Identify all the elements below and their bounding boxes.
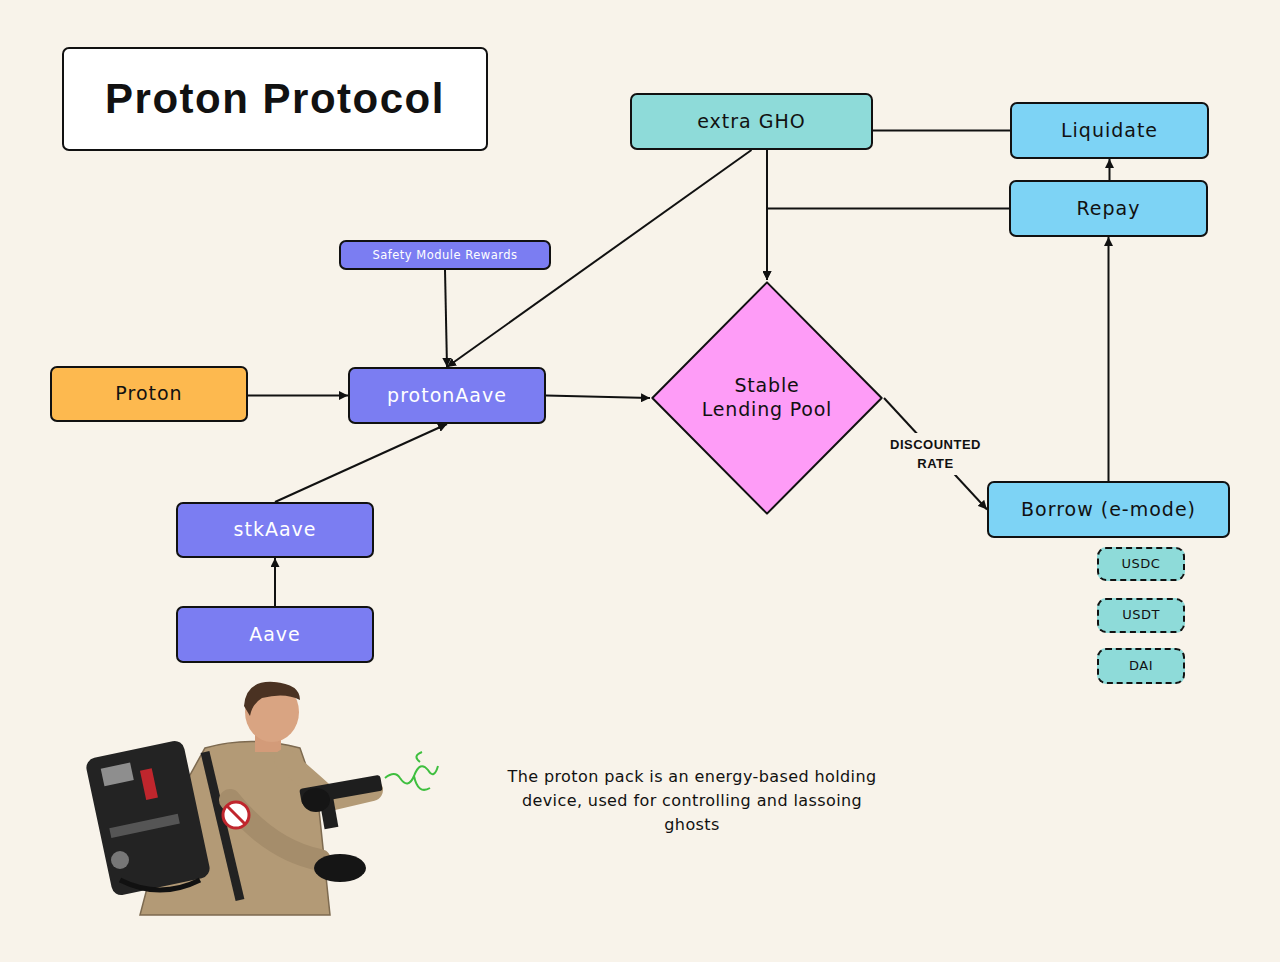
token-box: stkAave	[176, 502, 374, 558]
node-label: Borrow (e-mode)	[1021, 498, 1196, 522]
node-label: protonAave	[387, 384, 507, 408]
proton-stream	[385, 752, 438, 790]
node-label: Liquidate	[1061, 119, 1158, 143]
pack-hose	[120, 880, 200, 890]
connector-arrow	[1109, 159, 1111, 180]
connector-arrow	[275, 424, 447, 502]
node-label: Proton	[115, 382, 182, 406]
edge-label: DISCOUNTED RATE	[880, 433, 992, 475]
node-label: Stable Lending Pool	[694, 374, 840, 422]
node-label: Repay	[1077, 197, 1141, 221]
node-label: DAI	[1129, 658, 1153, 674]
connector-arrow	[248, 395, 348, 397]
token-box: protonAave	[348, 367, 546, 424]
title-box: Proton Protocol	[62, 47, 488, 151]
diagram-title: Proton Protocol	[105, 75, 445, 123]
head	[245, 682, 299, 742]
connector-arrow	[445, 270, 447, 367]
asset-pill: DAI	[1097, 648, 1185, 684]
asset-pill: USDT	[1097, 598, 1185, 633]
connector-arrow	[873, 130, 1010, 132]
pack-detail	[140, 768, 158, 800]
pack-detail	[109, 814, 180, 838]
token-box: Proton	[50, 366, 248, 422]
process-box: Borrow (e-mode)	[987, 481, 1230, 538]
token-box: Safety Module Rewards	[339, 240, 551, 270]
decision-diamond: Stable Lending Pool	[650, 280, 884, 516]
node-label: extra GHO	[697, 110, 806, 134]
node-label: USDT	[1122, 607, 1160, 623]
caption-note: The proton pack is an energy-based holdi…	[505, 765, 879, 837]
badge	[227, 806, 245, 824]
glove	[314, 854, 366, 882]
diamond-shape	[652, 282, 881, 513]
node-label: stkAave	[234, 518, 317, 542]
pack-detail	[111, 851, 129, 869]
node-label: USDC	[1122, 556, 1161, 572]
process-box: Liquidate	[1010, 102, 1209, 159]
node-label: Safety Module Rewards	[372, 248, 517, 262]
connector-arrow	[767, 209, 1009, 281]
pack-detail	[101, 763, 134, 787]
process-box: extra GHO	[630, 93, 873, 150]
badge	[223, 802, 249, 828]
connector-arrow	[274, 558, 276, 606]
asset-pill: USDC	[1097, 547, 1185, 581]
glove	[302, 788, 330, 812]
hair	[244, 682, 300, 716]
proton-pack-figure	[85, 682, 438, 915]
connector-arrow	[546, 396, 650, 399]
process-box: Repay	[1009, 180, 1208, 237]
proton-pack	[85, 739, 212, 897]
token-box: Aave	[176, 606, 374, 663]
connector-arrow	[1108, 237, 1110, 481]
node-label: Aave	[249, 623, 301, 647]
